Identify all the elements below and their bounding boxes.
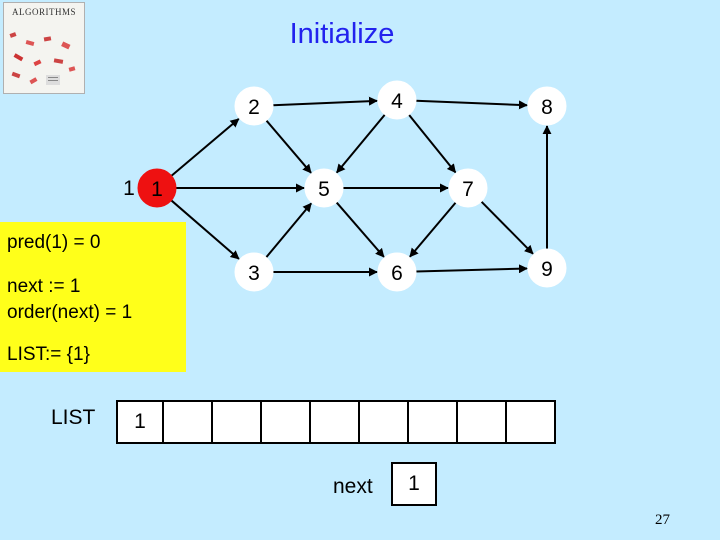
edge-5-6 (335, 201, 385, 258)
list-assignment: LIST:= {1} (7, 344, 90, 365)
page-number: 27 (655, 512, 670, 528)
list-cell-3 (211, 400, 262, 444)
list-cell-9 (505, 400, 556, 444)
list-cell-8 (456, 400, 507, 444)
edge-layer (170, 96, 552, 277)
edge-1-2 (170, 118, 240, 177)
list-cell-2 (162, 400, 213, 444)
node-3-circle (234, 252, 274, 292)
book-cover-logo: ALGORITHMS (3, 2, 85, 94)
edge-1-3 (170, 199, 240, 260)
node-6: 6 (377, 252, 417, 292)
edge-7-9 (480, 200, 534, 255)
edge-4-7 (408, 114, 457, 174)
node-8-label: 8 (541, 96, 553, 119)
node-2-label: 2 (248, 96, 260, 119)
node-1-circle (137, 168, 177, 208)
node-3-label: 3 (248, 262, 260, 285)
list-cell-4 (260, 400, 311, 444)
node-9-circle (527, 248, 567, 288)
node-9: 9 (527, 248, 567, 288)
list-cell-5 (309, 400, 360, 444)
list-array: 1 (116, 400, 556, 444)
node-2: 2 (234, 86, 274, 126)
list-cell-6 (358, 400, 409, 444)
next-label: next (333, 475, 373, 498)
node-7-label: 7 (462, 178, 474, 201)
node-layer: 11 2 3 4 5 6 7 8 9 (123, 80, 567, 292)
node-4-circle (377, 80, 417, 120)
node-1: 11 (123, 168, 177, 208)
node-8: 8 (527, 86, 567, 126)
node-4-label: 4 (391, 90, 403, 113)
node-9-label: 9 (541, 258, 553, 281)
list-cell-7 (407, 400, 458, 444)
edge-2-4 (272, 96, 378, 107)
edge-7-6 (409, 201, 457, 258)
edge-4-8 (415, 99, 528, 110)
edge-3-5 (265, 202, 312, 259)
node-5-circle (304, 168, 344, 208)
next-value-box: 1 (391, 462, 437, 506)
book-cover-title: ALGORITHMS (11, 7, 76, 17)
node-6-label: 6 (391, 262, 403, 285)
edge-6-9 (415, 264, 528, 274)
order-assignment: order(next) = 1 (7, 302, 133, 323)
node-1-label: 1 (151, 178, 163, 201)
pred-statement: pred(1) = 0 (7, 232, 101, 253)
book-cover-art (9, 32, 76, 85)
node-2-circle (234, 86, 274, 126)
node-6-circle (377, 252, 417, 292)
node-5-label: 5 (318, 178, 330, 201)
edge-4-5 (335, 113, 386, 174)
node-8-circle (527, 86, 567, 126)
node-5: 5 (304, 168, 344, 208)
info-highlight-box: pred(1) = 0 next := 1 order(next) = 1 LI… (0, 222, 186, 372)
list-label: LIST (51, 406, 96, 429)
edge-2-5 (265, 119, 312, 174)
list-cell-1: 1 (116, 400, 164, 444)
slide-title: Initialize (289, 18, 395, 50)
node-3: 3 (234, 252, 274, 292)
node-1-order-label: 1 (123, 177, 135, 200)
node-7-circle (448, 168, 488, 208)
node-4: 4 (377, 80, 417, 120)
next-assignment: next := 1 (7, 276, 81, 297)
node-7: 7 (448, 168, 488, 208)
